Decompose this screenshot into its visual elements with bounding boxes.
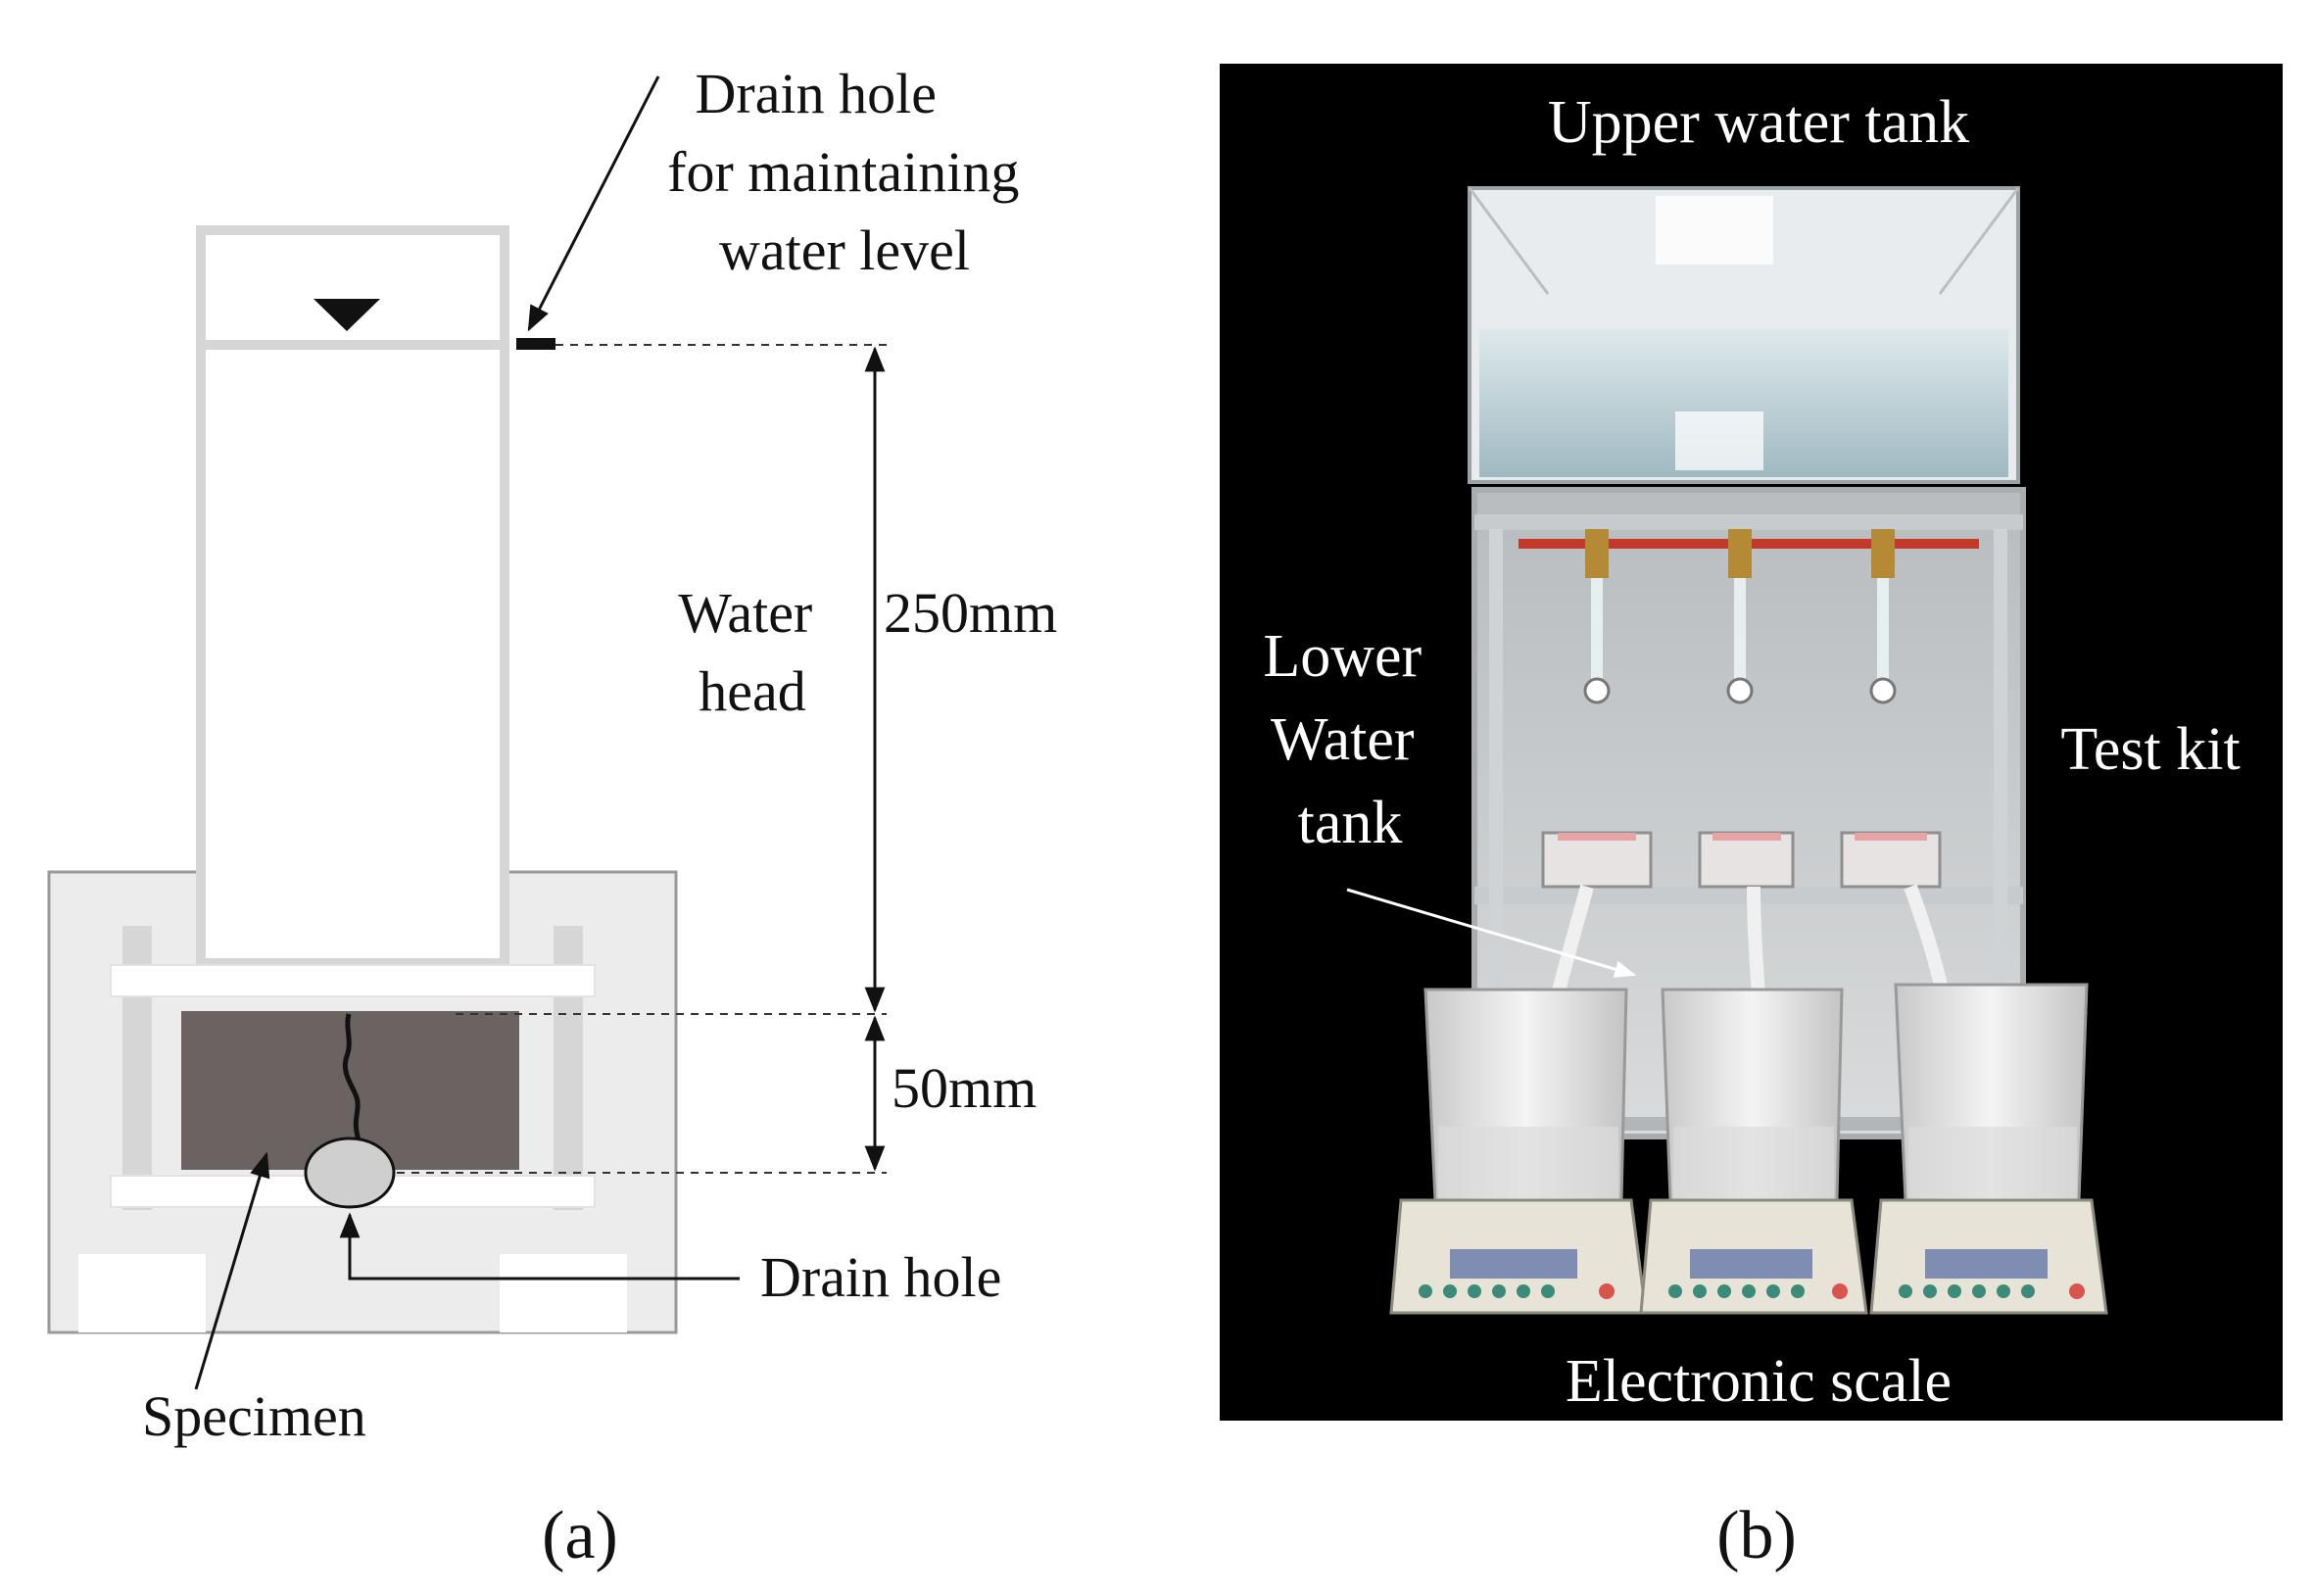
base-foot-right [500, 1254, 627, 1332]
panel-b-photo: Upper water tank Lower Water tank Test k… [1220, 64, 2283, 1573]
leader-arrow-top-drain [527, 75, 660, 332]
label-water-head-line1: Water [678, 581, 812, 645]
label-water-head: Water head [678, 581, 827, 723]
label-drain-hole-top-line2: for maintaining [667, 140, 1019, 204]
base-foot-left [78, 1254, 206, 1332]
label-water-head-line2: head [699, 659, 806, 723]
label-lower-water-tank-line3: tank [1298, 790, 1403, 856]
panel-label-b: (b) [1716, 1498, 1797, 1573]
panel-label-a: (a) [542, 1498, 618, 1573]
leader-arrow-bottom-drain [339, 1212, 740, 1281]
label-electronic-scale: Electronic scale [1566, 1348, 1952, 1415]
label-drain-hole-top: Drain hole for maintaining water level [667, 62, 1034, 282]
label-test-kit: Test kit [2060, 716, 2240, 783]
lower-water-tank-beakers [1423, 983, 2089, 1202]
leader-arrow-lower-tank [1346, 888, 1637, 978]
panel-a-diagram: Drain hole for maintaining water level W… [47, 62, 1057, 1573]
label-lower-water-tank-line1: Lower [1263, 623, 1422, 690]
electronic-scales [1389, 1198, 2108, 1315]
water-level-marker-icon [313, 299, 380, 331]
label-lower-water-tank-line2: Water [1271, 706, 1415, 773]
valve-icon [1585, 529, 1895, 578]
label-specimen: Specimen [142, 1384, 366, 1448]
top-drain-hole [516, 338, 555, 350]
label-upper-water-tank: Upper water tank [1548, 89, 1969, 156]
water-column [196, 225, 509, 968]
label-drain-hole-top-line1: Drain hole [696, 62, 937, 125]
label-dimension-50: 50mm [892, 1056, 1037, 1120]
upper-plate [110, 964, 596, 997]
label-dimension-250: 250mm [884, 581, 1057, 645]
upper-water-tank [1468, 186, 2020, 484]
bottom-drain-hole [304, 1137, 396, 1209]
label-drain-hole-bottom: Drain hole [760, 1245, 1001, 1309]
leader-arrow-specimen [194, 1151, 270, 1390]
label-lower-water-tank: Lower Water tank [1263, 623, 1436, 856]
label-drain-hole-top-line3: water level [719, 218, 970, 282]
